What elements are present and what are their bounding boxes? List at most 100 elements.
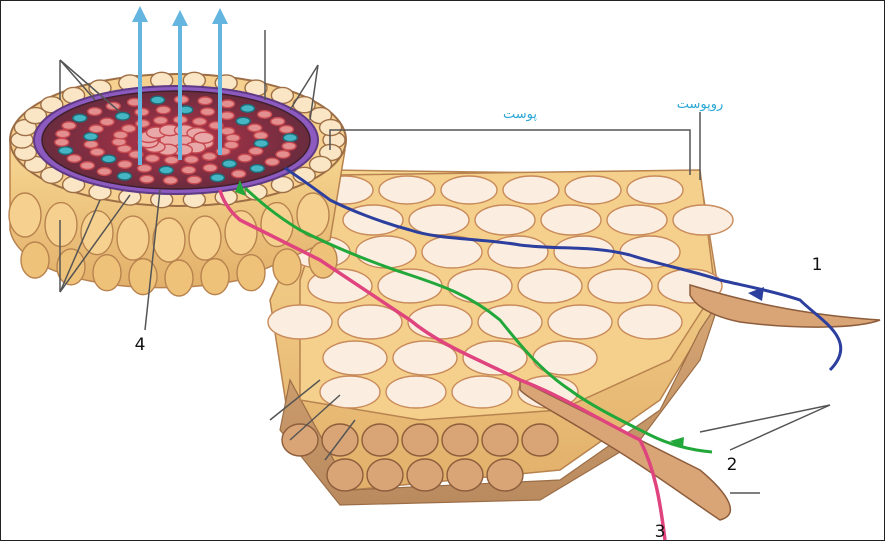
- phloem-cell: [117, 172, 131, 180]
- cortex-cell: [618, 305, 682, 339]
- label-2: 2: [727, 455, 738, 475]
- xylem-cell: [282, 142, 296, 150]
- xylem-cell: [271, 118, 285, 126]
- lower-cell: [362, 424, 398, 456]
- cortex-cell: [518, 269, 582, 303]
- cortex-bracket: [330, 130, 690, 175]
- cortex-cell: [448, 269, 512, 303]
- xylem-cell: [56, 130, 70, 138]
- cortex-cell: [441, 176, 497, 204]
- cortex-cell: [503, 176, 559, 204]
- xylem-cell: [97, 168, 111, 176]
- xylem-arrowhead-3: [212, 8, 228, 24]
- phloem-cell: [236, 117, 250, 125]
- xylem-cell: [232, 170, 246, 178]
- cortex-cell: [673, 205, 733, 235]
- xylem-cell: [203, 164, 217, 172]
- xylem-cell: [265, 158, 279, 166]
- cylinder-side-cell: [117, 216, 149, 260]
- xylem-cell: [248, 124, 262, 132]
- xylem-cell: [201, 108, 215, 116]
- xylem-cell: [137, 164, 151, 172]
- phloem-cell: [59, 147, 73, 155]
- lower-cell: [522, 424, 558, 456]
- xylem-cell: [224, 141, 238, 149]
- cylinder-side-cell: [21, 242, 49, 278]
- xylem-cell: [258, 111, 272, 119]
- cylinder-side-cell: [237, 255, 265, 291]
- cylinder-side-cell: [165, 260, 193, 296]
- xylem-cell: [165, 156, 179, 164]
- phloem-cell: [241, 105, 255, 113]
- xylem-cell: [220, 112, 234, 120]
- xylem-cell: [140, 175, 154, 183]
- xylem-cell: [182, 166, 196, 174]
- xylem-cell: [194, 132, 214, 143]
- phloem-cell: [102, 155, 116, 163]
- lower-cell: [402, 424, 438, 456]
- cylinder-side-cell: [201, 259, 229, 295]
- xylem-cell: [90, 148, 104, 156]
- cortex-block: [268, 170, 880, 520]
- label-cortex: پوست: [503, 107, 537, 122]
- xylem-cell: [118, 161, 132, 169]
- lower-cell: [407, 459, 443, 491]
- xylem-cell: [55, 138, 69, 146]
- cortex-cell: [409, 205, 469, 235]
- xylem-arrowhead-1: [132, 6, 148, 22]
- cortex-cell: [320, 376, 380, 408]
- phloem-cell: [116, 112, 130, 120]
- cortex-cell: [386, 376, 446, 408]
- lower-cell: [367, 459, 403, 491]
- cylinder-side-cell: [45, 203, 77, 247]
- xylem-cell: [254, 132, 268, 140]
- xylem-cell: [202, 153, 216, 161]
- cortex-cell: [408, 305, 472, 339]
- xylem-cell: [187, 176, 201, 184]
- cortex-cell: [356, 236, 416, 268]
- cylinder-side-cell: [9, 193, 41, 237]
- cortex-cell: [627, 176, 683, 204]
- cortex-cell: [548, 305, 612, 339]
- xylem-cell: [67, 155, 81, 163]
- xylem-cell: [88, 108, 102, 116]
- xylem-cell: [279, 126, 293, 134]
- xylem-cell: [156, 106, 170, 114]
- label-epidermis: روپوست: [677, 97, 724, 112]
- phloem-cell: [151, 96, 165, 104]
- xylem-cell: [238, 154, 252, 162]
- cortex-cell: [565, 176, 621, 204]
- xylem-cell: [84, 141, 98, 149]
- xylem-cell: [164, 177, 178, 185]
- cortex-cell: [268, 305, 332, 339]
- xylem-cell: [198, 97, 212, 105]
- phloem-cell: [84, 133, 98, 141]
- phloem-cell: [210, 174, 224, 182]
- xylem-arrowhead-2: [172, 10, 188, 26]
- lower-cell: [327, 459, 363, 491]
- phloem-cell: [222, 160, 236, 168]
- lower-cell: [282, 424, 318, 456]
- phloem-cell: [250, 165, 264, 173]
- cylinder-side-cell: [153, 218, 185, 262]
- lower-cell: [487, 459, 523, 491]
- xylem-cell: [145, 155, 159, 163]
- cylinder-side-cell: [189, 216, 221, 260]
- cortex-cell: [379, 176, 435, 204]
- phloem-cell: [254, 140, 268, 148]
- cylinder-side-cell: [273, 249, 301, 285]
- xylem-cell: [221, 100, 235, 108]
- cortex-cell: [475, 205, 535, 235]
- xylem-cell: [154, 117, 168, 125]
- xylem-cell: [193, 118, 207, 126]
- xylem-cell: [276, 150, 290, 158]
- cortex-cell: [607, 205, 667, 235]
- lower-cell: [482, 424, 518, 456]
- label-4: 4: [135, 335, 146, 355]
- cortex-cell: [588, 269, 652, 303]
- cortex-cell: [541, 205, 601, 235]
- xylem-cell: [89, 125, 103, 133]
- label-3: 3: [655, 522, 666, 541]
- xylem-cell: [184, 156, 198, 164]
